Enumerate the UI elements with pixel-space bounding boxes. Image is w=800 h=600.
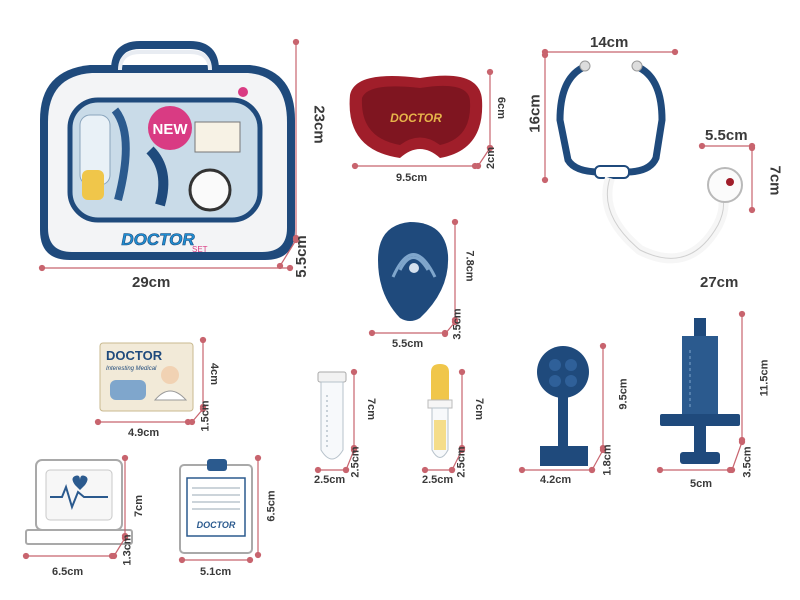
mirror-depth-label: 1.8cm xyxy=(601,444,614,476)
new-badge: NEW xyxy=(153,121,189,138)
dropper-height-label: 7cm xyxy=(473,397,486,421)
card-depth-label: 1.5cm xyxy=(199,400,212,432)
stethoscope-width-label: 14cm xyxy=(590,34,629,51)
syringe-height-label: 11.5cm xyxy=(758,359,771,397)
syringe-depth-label: 3.5cm xyxy=(741,446,754,478)
package-depth-label: 5.5cm xyxy=(292,235,310,278)
monitor-width-label: 6.5cm xyxy=(52,566,84,578)
head-mirror xyxy=(537,346,589,466)
clipboard: DOCTOR xyxy=(179,459,253,554)
mirror-width-label: 4.2cm xyxy=(540,474,572,486)
reflector-depth-label: 3.5cm xyxy=(451,308,464,340)
clipboard-width-label: 5.1cm xyxy=(200,566,232,578)
monitor-toy xyxy=(25,459,133,545)
clipboard-height-label: 6.5cm xyxy=(265,490,278,522)
doctor-card: DOCTOR Interesting Medical xyxy=(99,342,194,412)
card-subtitle: Interesting Medical xyxy=(106,366,157,372)
chestpiece-height-label: 7cm xyxy=(766,165,784,196)
monitor-depth-label: 1.3cm xyxy=(121,534,134,566)
syringe-width-label: 5cm xyxy=(690,478,713,490)
syringe xyxy=(660,318,740,464)
tray-height-label: 6cm xyxy=(495,96,508,120)
tube-length-label: 27cm xyxy=(700,274,739,291)
clipboard-logo: DOCTOR xyxy=(197,520,236,530)
kidney-tray: DOCTOR xyxy=(349,75,483,158)
card-title: DOCTOR xyxy=(106,348,163,363)
chestpiece-width-label: 5.5cm xyxy=(705,127,748,144)
test-tube-height-label: 7cm xyxy=(365,397,378,421)
tray-logo: DOCTOR xyxy=(390,111,442,125)
dropper-width-label: 2.5cm xyxy=(422,474,454,486)
reflector-height-label: 7.8cm xyxy=(463,250,476,282)
tray-width-label: 9.5cm xyxy=(396,172,428,184)
test-tube-width-label: 2.5cm xyxy=(314,474,346,486)
dimension-lines xyxy=(22,38,756,564)
package-width-label: 29cm xyxy=(132,274,171,291)
stethoscope-height-label: 16cm xyxy=(526,94,544,133)
test-tube-depth-label: 2.5cm xyxy=(349,446,362,478)
reflector-width-label: 5.5cm xyxy=(392,338,424,350)
package-case: NEW DOCTOR SET xyxy=(40,41,295,260)
package-logo-sub: SET xyxy=(192,245,208,254)
dropper-depth-label: 2.5cm xyxy=(455,446,468,478)
dropper xyxy=(427,364,453,458)
tray-depth-label: 2cm xyxy=(485,146,498,170)
package-height-label: 23cm xyxy=(310,105,328,144)
mirror-height-label: 9.5cm xyxy=(617,378,630,410)
package-logo: DOCTOR xyxy=(121,230,195,249)
head-reflector xyxy=(378,222,449,321)
test-tube xyxy=(317,371,347,460)
card-width-label: 4.9cm xyxy=(128,427,160,439)
monitor-height-label: 7cm xyxy=(133,494,146,518)
card-height-label: 4cm xyxy=(208,362,221,386)
stethoscope xyxy=(556,60,743,264)
